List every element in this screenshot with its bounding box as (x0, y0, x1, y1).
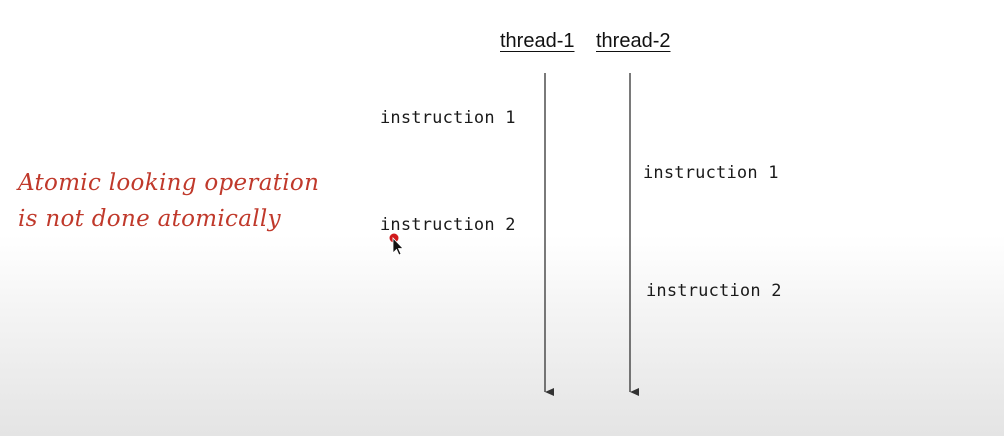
thread-2-instruction-1: instruction 1 (643, 163, 779, 183)
thread-2-label: thread-2 (596, 30, 671, 52)
annotation-line-1: Atomic looking operation (18, 170, 320, 196)
thread-1-instruction-1: instruction 1 (380, 108, 516, 128)
thread-1-label: thread-1 (500, 30, 575, 52)
thread-2-instruction-2: instruction 2 (646, 281, 782, 301)
annotation-line-2: is not done atomically (18, 206, 281, 232)
thread-1-instruction-2: instruction 2 (380, 215, 516, 235)
mouse-pointer-icon (389, 233, 404, 256)
